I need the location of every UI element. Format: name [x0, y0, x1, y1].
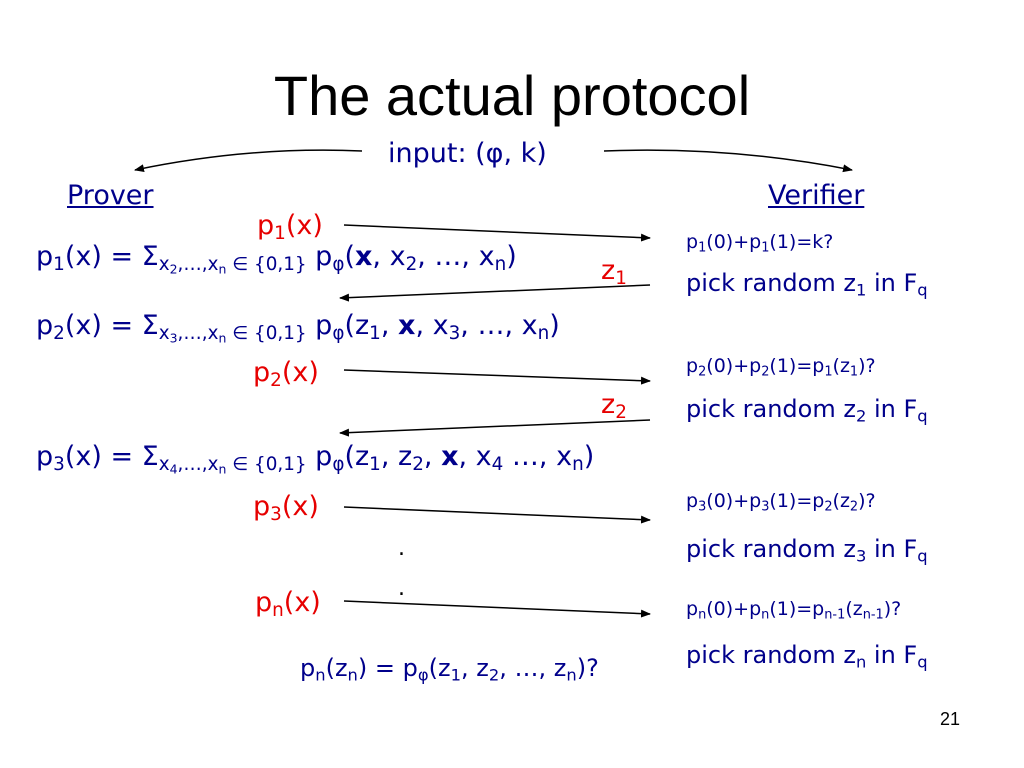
verifier-check-2: p2(0)+p2(1)=p1(z1)?	[686, 355, 876, 380]
arrow-p1-to-verifier	[343, 224, 651, 242]
variable-x-marker-2: x	[398, 310, 416, 341]
page-number: 21	[940, 709, 961, 729]
ellipsis-dot-1: .	[398, 536, 405, 561]
arrow-z2-to-prover	[339, 419, 651, 437]
message-p3: p3(x)	[253, 491, 319, 526]
variable-x-marker-3: x	[441, 441, 459, 472]
verifier-check-n: pn(0)+pn(1)=pn-1(zn-1)?	[686, 598, 902, 623]
variable-x-marker-1: x	[355, 241, 373, 272]
verifier-check-1: p1(0)+p1(1)=k?	[686, 231, 834, 256]
input-arrow-right	[603, 149, 853, 173]
verifier-pick-1: pick random z1 in Fq	[686, 269, 928, 300]
verifier-pick-n: pick random zn in Fq	[686, 641, 928, 672]
message-z1: z1	[601, 255, 627, 290]
input-label: input: (φ, k)	[388, 138, 547, 169]
prover-label: Prover	[67, 180, 154, 211]
input-arrow-left	[134, 149, 363, 173]
ellipsis-dot-2: .	[398, 576, 405, 601]
arrow-p2-to-verifier	[343, 369, 651, 385]
prover-formula-1: p1(x) = Σx2,…,xn ∈ {0,1} pφ(x, x2, …, xn…	[36, 241, 517, 277]
arrow-z1-to-prover	[339, 284, 651, 302]
prover-formula-3: p3(x) = Σx4,…,xn ∈ {0,1} pφ(z1, z2, x, x…	[36, 441, 595, 477]
verifier-label: Verifier	[768, 180, 865, 211]
arrow-pn-to-verifier	[343, 600, 651, 618]
message-p2: p2(x)	[253, 357, 319, 392]
message-pn: pn(x)	[255, 587, 321, 622]
message-p1: p1(x)	[257, 210, 323, 245]
prover-formula-2: p2(x) = Σx3,…,xn ∈ {0,1} pφ(z1, x, x3, ……	[36, 310, 560, 346]
slide-title: The actual protocol	[273, 64, 751, 127]
verifier-pick-3: pick random z3 in Fq	[686, 535, 928, 566]
verifier-pick-2: pick random z2 in Fq	[686, 395, 928, 426]
message-z2: z2	[601, 389, 627, 424]
final-check: pn(zn) = pφ(z1, z2, …, zn)?	[300, 654, 599, 685]
verifier-check-3: p3(0)+p3(1)=p2(z2)?	[686, 490, 876, 515]
arrow-p3-to-verifier	[343, 506, 651, 524]
